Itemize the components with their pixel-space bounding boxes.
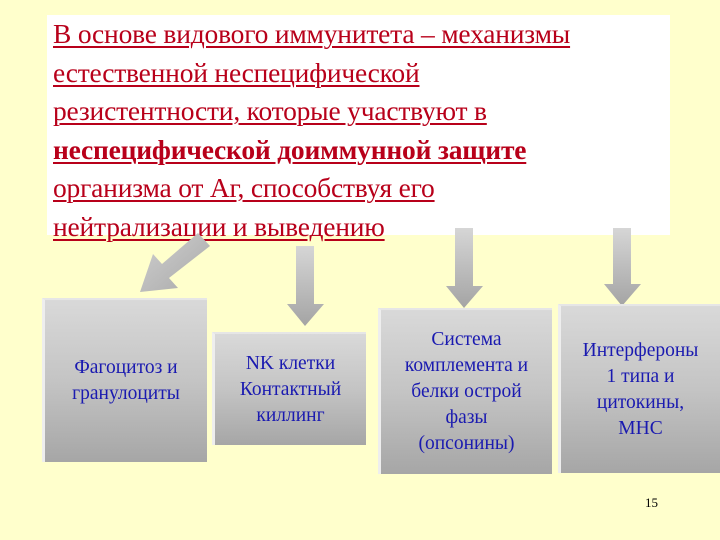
title-line-2: естественной неспецифической: [53, 56, 420, 88]
arrow-down-icon: [287, 246, 324, 326]
box-line: Интерфероны: [582, 339, 699, 361]
box-line: Фагоцитоз и: [74, 357, 178, 378]
title-line-4: неспецифической доиммунной защите: [53, 133, 527, 165]
box-line: белки острой: [411, 381, 522, 402]
title-line-1: В основе видового иммунитета – механизмы: [53, 18, 571, 49]
box-line: 1 типа и: [606, 365, 675, 387]
box-line: киллинг: [256, 404, 325, 426]
title-text-box: В основе видового иммунитета – механизмы…: [47, 15, 670, 242]
box-line: МНС: [618, 417, 663, 439]
title-line-5: организма от Аг, способствуя его: [53, 172, 435, 203]
box-line: комплемента и: [404, 355, 529, 376]
box-line: фазы: [445, 407, 488, 428]
box-line: (опсонины): [418, 433, 515, 454]
box-line: цитокины,: [596, 391, 685, 413]
box-line: NK клетки: [245, 352, 336, 374]
box-line: гранулоциты: [72, 383, 180, 404]
nk-cells-box-text: NK клетки Контактный киллинг: [240, 351, 341, 429]
arrow-down-left-icon: [140, 233, 210, 292]
arrow-down-icon: [604, 228, 641, 306]
box-line: Контактный: [239, 378, 342, 400]
complement-box: Система комплемента и белки острой фазы …: [378, 308, 552, 474]
complement-box-text: Система комплемента и белки острой фазы …: [405, 327, 528, 457]
interferons-box-text: Интерфероны 1 типа и цитокины, МНС: [583, 338, 699, 442]
title-line-3: резистентности, которые участвуют в: [53, 95, 487, 126]
phagocytosis-box-text: Фагоцитоз и гранулоциты: [72, 355, 180, 407]
box-line: Система: [431, 329, 502, 350]
phagocytosis-box: Фагоцитоз и гранулоциты: [42, 298, 207, 462]
nk-cells-box: NK клетки Контактный киллинг: [212, 332, 366, 445]
arrow-down-icon: [446, 228, 483, 308]
title-line-6: нейтрализации и выведению: [53, 210, 385, 242]
interferons-box: Интерфероны 1 типа и цитокины, МНС: [558, 304, 720, 473]
page-number: 15: [645, 495, 658, 510]
